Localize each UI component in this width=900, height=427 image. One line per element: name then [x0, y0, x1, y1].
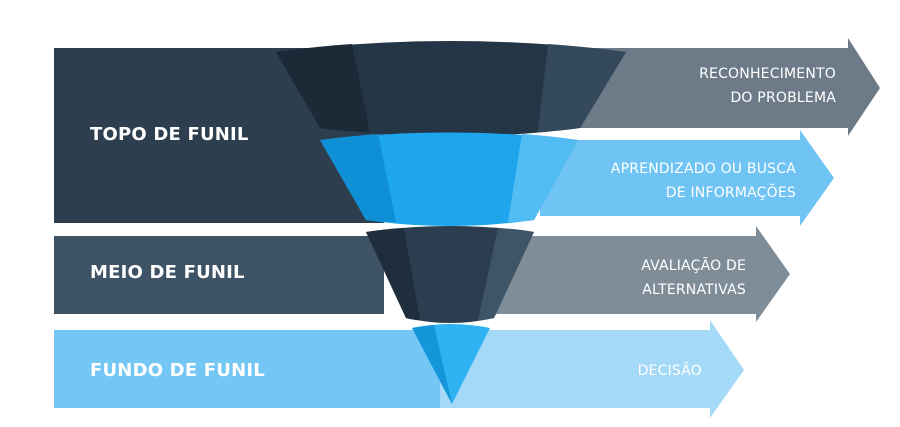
band-fundo — [54, 330, 454, 408]
stage-label-fundo: FUNDO DE FUNIL — [90, 360, 265, 381]
arrow-aprendizado — [540, 130, 834, 226]
arrow-decisao — [440, 320, 744, 418]
band-meio — [54, 236, 384, 314]
arrow-avaliacao — [470, 226, 790, 322]
stage-label-meio: MEIO DE FUNIL — [90, 262, 245, 283]
step-label-decisao: DECISÃO — [638, 359, 702, 383]
step-label-avaliacao: AVALIAÇÃO DE ALTERNATIVAS — [641, 254, 746, 302]
arrow-reconhecimento — [560, 38, 880, 136]
step-label-aprendizado: APRENDIZADO OU BUSCA DE INFORMAÇÕES — [611, 157, 796, 205]
funnel-segment-2-shade — [320, 134, 396, 222]
step-label-line: RECONHECIMENTO — [699, 66, 836, 82]
funnel-segment-1-highlight — [538, 44, 626, 132]
funnel-segment-2-highlight — [508, 134, 578, 222]
step-label-line: ALTERNATIVAS — [642, 282, 746, 298]
step-label-line: APRENDIZADO OU BUSCA — [610, 161, 796, 177]
step-label-line: DO PROBLEMA — [730, 90, 836, 106]
step-label-reconhecimento: RECONHECIMENTO DO PROBLEMA — [699, 62, 836, 110]
step-label-line: DE INFORMAÇÕES — [665, 185, 796, 201]
step-label-line: DECISÃO — [637, 363, 702, 379]
funnel-segment-3-highlight — [478, 228, 534, 320]
funnel-segment-3-shade — [366, 228, 420, 320]
funnel-segment-4-shade — [412, 325, 452, 404]
step-label-line: AVALIAÇÃO DE — [641, 258, 746, 274]
funnel-segment-1-shade — [276, 44, 370, 132]
stage-label-topo: TOPO DE FUNIL — [90, 124, 249, 145]
